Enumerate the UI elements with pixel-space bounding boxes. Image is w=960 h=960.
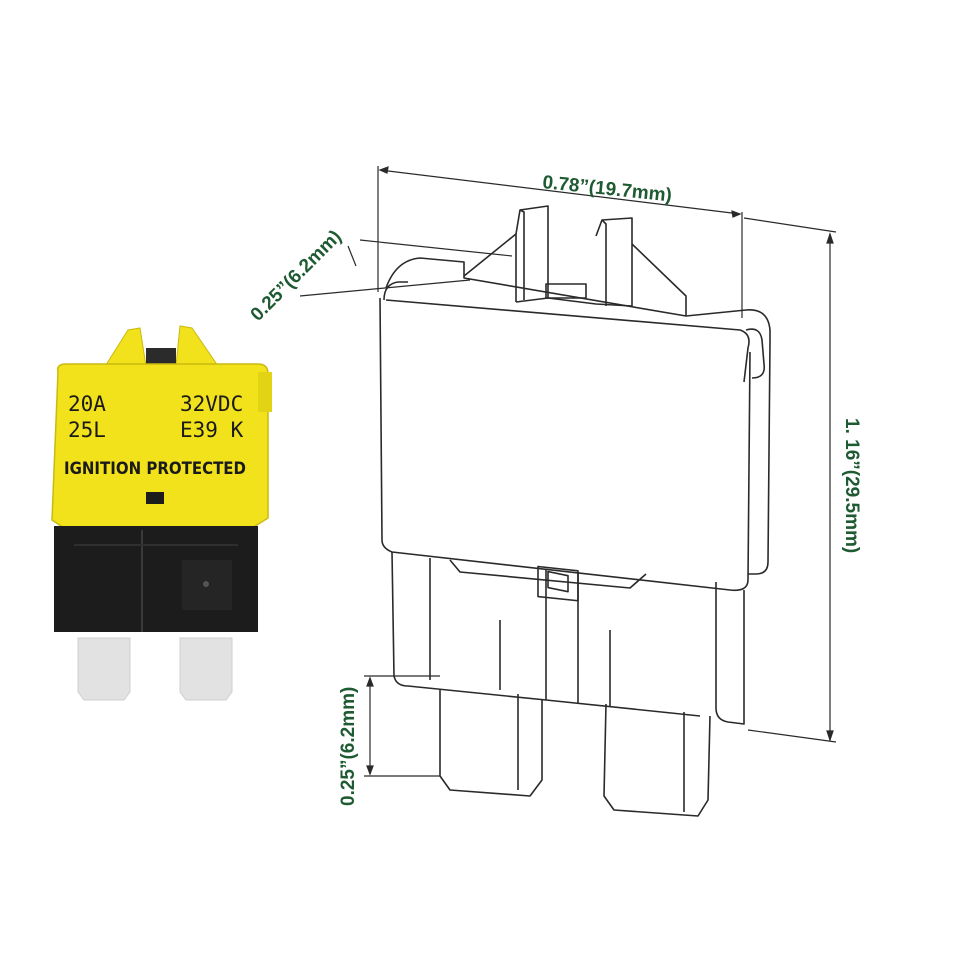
code-left-label: 25L	[68, 418, 106, 442]
width-dimension-label: 0.78”(19.7mm)	[541, 172, 672, 206]
breaker-yellow-body	[51, 363, 269, 529]
protection-label: IGNITION PROTECTED	[64, 459, 246, 479]
terminal-right	[179, 637, 233, 701]
drawing-terminals	[439, 690, 711, 817]
breaker-photo: 20A 32VDC 25L E39 K IGNITION PROTECTED	[51, 325, 272, 701]
base-indicator-dot	[203, 581, 209, 587]
rating-volts-label: 32VDC	[180, 392, 243, 416]
code-right-label: E39 K	[180, 418, 244, 442]
breaker-top-tab-right	[175, 325, 219, 367]
reset-button-slot	[146, 492, 164, 504]
drawing-body	[379, 257, 771, 602]
top-tab-dimension-label: 0.25”(6.2mm)	[247, 226, 346, 325]
dimension-lines	[299, 166, 837, 777]
breaker-top-tab-left	[103, 327, 147, 369]
terminal-dimension-label: 0.25”(6.2mm)	[338, 687, 359, 806]
rating-amps-label: 20A	[68, 392, 106, 416]
terminal-left	[77, 637, 131, 701]
drawing-top-clips	[463, 205, 687, 316]
height-dimension-label: 1. 16”(29.5mm)	[841, 418, 862, 553]
technical-drawing	[379, 205, 771, 817]
